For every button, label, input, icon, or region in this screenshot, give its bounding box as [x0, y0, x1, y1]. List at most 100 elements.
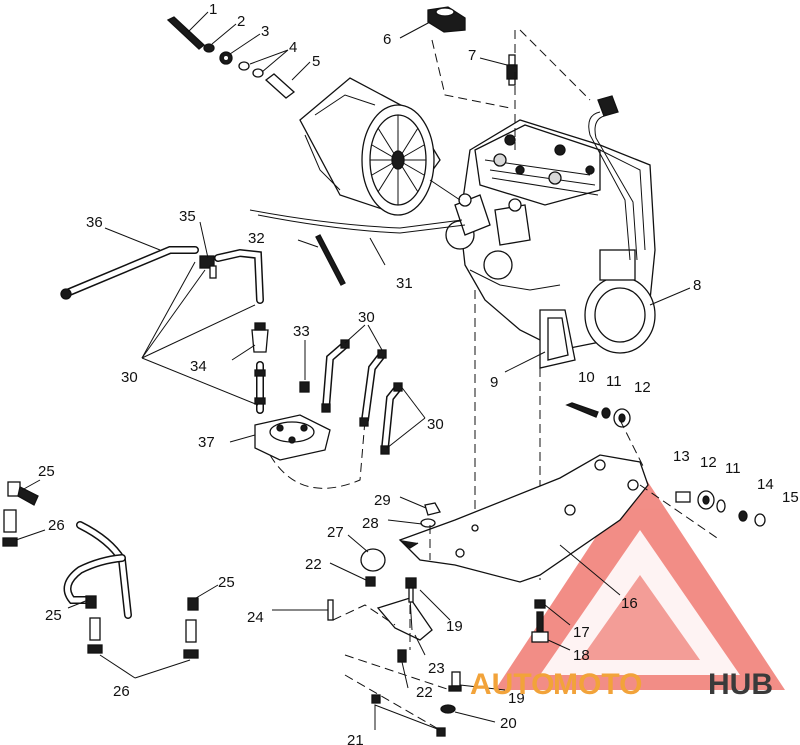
oil-cap-part-6 — [427, 6, 466, 33]
callout-36: 36 — [86, 214, 103, 231]
part-24 — [327, 599, 334, 621]
watermark-word-moto: MOTO — [553, 668, 642, 701]
watermark-logo — [495, 470, 785, 690]
callout-25a: 25 — [38, 463, 55, 480]
callout-leaders — [104, 11, 691, 731]
callout-9: 9 — [490, 374, 498, 391]
callout-4: 4 — [289, 39, 297, 56]
callout-3: 3 — [261, 23, 269, 40]
callout-1: 1 — [209, 1, 217, 18]
nut-part-17 — [534, 599, 546, 609]
bolt-part-18 — [531, 611, 549, 643]
callout-23: 23 — [428, 660, 445, 677]
lower-left-leaders — [15, 479, 219, 679]
callout-21: 21 — [347, 732, 364, 745]
leader-12a — [619, 419, 646, 471]
callout-30a: 30 — [121, 369, 138, 386]
callout-22b: 22 — [416, 684, 433, 701]
callout-22a: 22 — [305, 556, 322, 573]
nut-part-22b — [397, 649, 407, 663]
grommet-part-12b — [697, 490, 715, 510]
callout-27: 27 — [327, 524, 344, 541]
callout-8: 8 — [693, 277, 701, 294]
tee-fitting-part-25a — [2, 481, 39, 547]
callout-30b: 30 — [358, 309, 375, 326]
stud-part-19b — [448, 671, 462, 692]
tee-fitting-part-25b — [85, 595, 103, 654]
callout-20: 20 — [500, 715, 517, 732]
callout-29: 29 — [374, 492, 391, 509]
callout-6: 6 — [383, 31, 391, 48]
nut-part-29 — [424, 502, 441, 516]
callout-24: 24 — [247, 609, 264, 626]
callout-35: 35 — [179, 208, 196, 225]
part-33 — [299, 340, 310, 393]
watermark-text: AUTO MOTO HUB — [470, 668, 773, 701]
washer-part-28 — [420, 518, 436, 528]
fuel-hose-part-36 — [60, 246, 199, 300]
bolt-part-32 — [315, 234, 346, 286]
callout-7: 7 — [468, 47, 476, 64]
callout-11a: 11 — [606, 373, 622, 390]
washer-part-11a — [601, 407, 611, 419]
callout-31: 31 — [396, 275, 413, 292]
bumper-part-27 — [360, 548, 386, 572]
watermark-word-hub: HUB — [708, 668, 773, 701]
callout-32: 32 — [248, 230, 265, 247]
callout-37: 37 — [198, 434, 215, 451]
bolt-part-10 — [565, 402, 599, 418]
callout-19a: 19 — [446, 618, 463, 635]
leaders-part-30-left — [141, 261, 259, 406]
callout-13: 13 — [673, 448, 690, 465]
callout-34: 34 — [190, 358, 207, 375]
grommet-part-12a — [613, 408, 631, 428]
bracket-dashed-leaders — [332, 604, 451, 731]
watermark-word-auto: AUTO — [470, 668, 554, 701]
callout-12a: 12 — [634, 379, 651, 396]
callout-26b: 26 — [113, 683, 130, 700]
nut-part-15 — [754, 513, 766, 527]
shaft-part-5 — [264, 73, 296, 99]
hoses-part-30-center — [321, 324, 426, 455]
skid-plate-part-16 — [398, 454, 721, 583]
washer-part-11b — [716, 499, 726, 513]
callout-14: 14 — [757, 476, 774, 493]
fuel-pump-part-37 — [254, 414, 366, 489]
callout-labels: 1 2 3 4 5 6 7 8 9 10 11 12 13 12 11 14 1… — [38, 1, 799, 745]
ignition-cable — [588, 95, 638, 261]
washer-part-14 — [738, 510, 748, 522]
tee-fitting-part-25c — [183, 597, 199, 659]
seal-part-4 — [238, 61, 264, 78]
throttle-cable-part-31 — [249, 179, 466, 234]
bolt-part-1 — [166, 16, 205, 50]
callout-12b: 12 — [700, 454, 717, 471]
callout-19b: 19 — [508, 690, 525, 707]
callout-25b: 25 — [218, 574, 235, 591]
callout-30c: 30 — [427, 416, 444, 433]
bracket-part-23 — [376, 597, 433, 641]
callout-15: 15 — [782, 489, 799, 506]
recoil-starter — [299, 77, 441, 216]
washer-part-20 — [440, 704, 456, 714]
stud-part-19a — [405, 577, 417, 603]
callout-18: 18 — [573, 647, 590, 664]
callout-11b: 11 — [725, 460, 741, 477]
washer-part-2 — [203, 43, 215, 53]
callout-5: 5 — [312, 53, 320, 70]
bearing-part-3 — [219, 51, 233, 65]
nut-part-21 — [371, 694, 446, 737]
callout-25c: 25 — [45, 607, 62, 624]
filter-part-34 — [251, 322, 269, 414]
spacer-part-13 — [675, 491, 691, 503]
callout-26a: 26 — [48, 517, 65, 534]
hose-part-26 — [63, 521, 132, 619]
fitting-part-35 — [199, 248, 264, 304]
callout-16: 16 — [621, 595, 638, 612]
callout-2: 2 — [237, 13, 245, 30]
engine-assembly — [445, 119, 656, 369]
callout-10: 10 — [578, 369, 595, 386]
callout-33: 33 — [293, 323, 310, 340]
callout-28: 28 — [362, 515, 379, 532]
